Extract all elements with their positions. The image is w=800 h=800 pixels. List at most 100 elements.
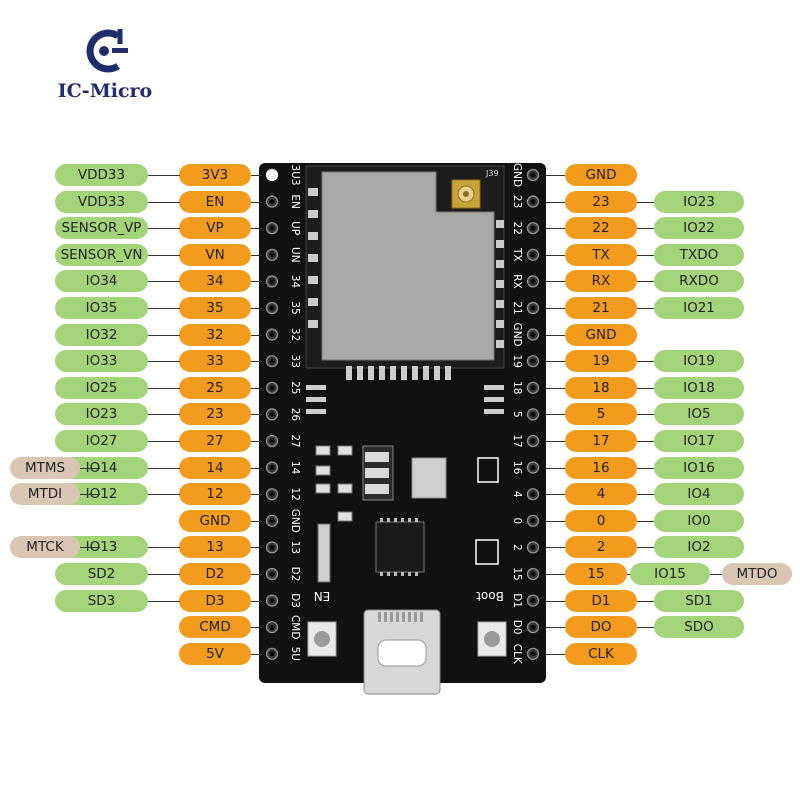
right-pin-connector-line — [545, 254, 565, 256]
module-pad-left — [308, 320, 318, 328]
left-pin-connector-line — [251, 361, 262, 363]
right-connector-line — [637, 414, 654, 416]
chip-pin — [401, 572, 404, 576]
en-button — [314, 631, 330, 647]
left-pin-connector-line — [251, 201, 262, 203]
usb-pad — [414, 612, 417, 622]
right-pin-connector-line — [545, 387, 565, 389]
left-silkscreen-label: UP — [289, 221, 301, 235]
right-pin-label: 4 — [565, 483, 637, 506]
left-pin-label: VN — [179, 243, 251, 266]
module-pad-right — [496, 280, 504, 288]
right-pin-label: GND — [565, 164, 637, 186]
left-silkscreen-label: 26 — [289, 408, 301, 422]
left-silkscreen-label: EN — [289, 194, 301, 209]
left-ext-connector-line — [80, 547, 100, 549]
chip-pin — [380, 518, 383, 522]
en-label: EN — [314, 589, 331, 603]
chip-pin — [394, 572, 397, 576]
left-function-label: SENSOR_VN — [55, 243, 148, 266]
left-header-hole — [269, 199, 275, 205]
boot-label: Boot — [476, 589, 504, 603]
left-function-label: IO32 — [55, 323, 148, 346]
regulator-lead — [365, 468, 389, 478]
right-pin-connector-line — [545, 228, 565, 230]
left-pin-label: D2 — [179, 563, 251, 585]
right-header-hole — [530, 225, 536, 231]
right-function-label: IO23 — [654, 190, 744, 213]
right-function-label: IO16 — [654, 456, 744, 479]
right-silkscreen-label: GND — [511, 163, 523, 187]
left-pin-label: D3 — [179, 589, 251, 612]
module-pad-right — [496, 240, 504, 248]
left-pin-label: GND — [179, 509, 251, 532]
right-silkscreen-label: 18 — [511, 381, 523, 394]
ic-micro-logo: IC-Micro — [40, 22, 170, 112]
right-pin-label: DO — [565, 616, 637, 639]
left-function-label: IO33 — [55, 350, 148, 373]
boot-button — [484, 631, 500, 647]
right-pin-connector-line — [545, 308, 565, 309]
right-pin-label: 5 — [565, 403, 637, 426]
chip-pin — [415, 518, 418, 522]
left-pin-label: 35 — [179, 297, 251, 319]
right-function-label: RXDO — [654, 270, 744, 293]
right-pin-label: 0 — [565, 509, 637, 532]
left-silkscreen-label: 27 — [289, 434, 301, 447]
right-silkscreen-label: RX — [511, 274, 523, 289]
left-connector-line — [148, 254, 180, 256]
regulator-lead — [365, 484, 389, 494]
right-connector-line — [637, 361, 654, 363]
smd-component — [317, 523, 331, 583]
left-pin-label: VP — [179, 217, 251, 240]
right-pin-connector-line — [545, 175, 565, 176]
right-function-label: IO5 — [654, 403, 744, 426]
smd-component — [315, 465, 331, 476]
chip-pin — [380, 572, 383, 576]
left-pin-label: 27 — [179, 430, 251, 452]
left-pin-connector-line — [251, 627, 262, 629]
left-silkscreen-label: 33 — [289, 355, 301, 368]
left-ext-connector-line — [80, 494, 100, 496]
right-pin-connector-line — [545, 653, 565, 655]
right-connector-line — [637, 228, 654, 230]
right-silkscreen-label: D0 — [511, 620, 523, 635]
right-header-hole — [530, 278, 536, 284]
right-pin-connector-line — [545, 600, 565, 602]
usb-pad — [384, 612, 387, 622]
left-connector-line — [148, 574, 180, 575]
left-pin-label: 3V3 — [179, 164, 251, 186]
module-pad-left-lower — [306, 409, 326, 414]
right-function-label: IO2 — [654, 536, 744, 559]
left-silkscreen-label: GND — [289, 509, 301, 533]
left-connector-line — [148, 361, 180, 363]
left-pin-connector-line — [251, 228, 262, 230]
left-header-hole — [269, 651, 275, 657]
module-pad-left — [308, 188, 318, 196]
module-pad-bottom — [445, 366, 451, 380]
right-silkscreen-label: D1 — [511, 593, 523, 608]
left-header-hole — [269, 358, 275, 364]
module-pad-left-lower — [306, 385, 326, 390]
module-pad-left-lower — [306, 397, 326, 402]
left-pin-connector-line — [251, 281, 262, 283]
left-connector-line — [148, 201, 180, 203]
module-pad-bottom — [412, 366, 418, 380]
right-silkscreen-label: 19 — [511, 355, 523, 368]
chip-pin — [387, 572, 390, 576]
left-header-hole — [269, 411, 275, 417]
right-connector-line — [637, 254, 654, 256]
left-silkscreen-label: 3U3 — [289, 164, 301, 185]
left-function-label: IO23 — [55, 403, 148, 426]
usb-c-port — [377, 639, 427, 667]
left-header-hole — [269, 305, 275, 311]
left-pin-connector-line — [251, 175, 262, 176]
logo-text: IC-Micro — [57, 80, 153, 102]
right-pin-label: D1 — [565, 589, 637, 612]
module-pad-right — [496, 340, 504, 348]
usb-bridge-chip — [375, 521, 425, 573]
left-pin-connector-line — [251, 520, 262, 522]
transistor-outline — [477, 457, 499, 483]
module-pad-left — [308, 210, 318, 218]
smd-component — [337, 483, 353, 494]
